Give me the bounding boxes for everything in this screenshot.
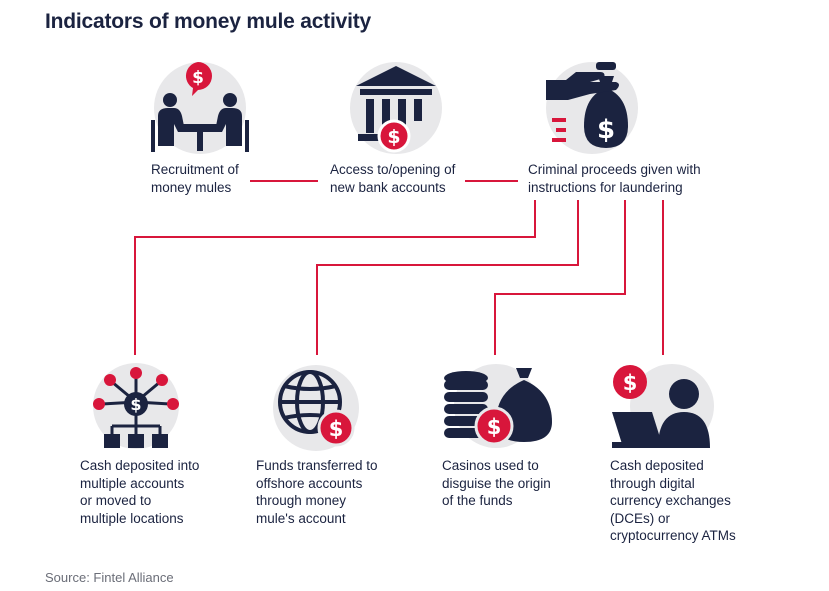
svg-text:$: $: [623, 371, 638, 395]
distribution-network-icon: $: [93, 363, 179, 449]
bank-building-icon: $: [350, 62, 442, 154]
page-title: Indicators of money mule activity: [45, 10, 371, 33]
source-note: Source: Fintel Alliance: [45, 570, 174, 585]
recruitment-meeting-icon: $: [151, 62, 249, 154]
globe-dollar-icon: $: [273, 365, 359, 451]
svg-text:$: $: [192, 68, 204, 88]
svg-text:$: $: [130, 395, 141, 414]
connector-to-casinos: [494, 200, 626, 355]
svg-text:$: $: [329, 417, 344, 441]
coins-money-bag-icon: $: [444, 364, 552, 448]
connector-to-cash-deposited: [134, 200, 536, 355]
svg-text:$: $: [487, 415, 502, 439]
hand-money-bag-icon: $: [546, 62, 638, 154]
svg-text:$: $: [387, 126, 400, 148]
connector-to-funds-transferred: [316, 200, 579, 355]
svg-text:$: $: [597, 115, 615, 145]
person-laptop-dollar-icon: $: [612, 364, 714, 448]
